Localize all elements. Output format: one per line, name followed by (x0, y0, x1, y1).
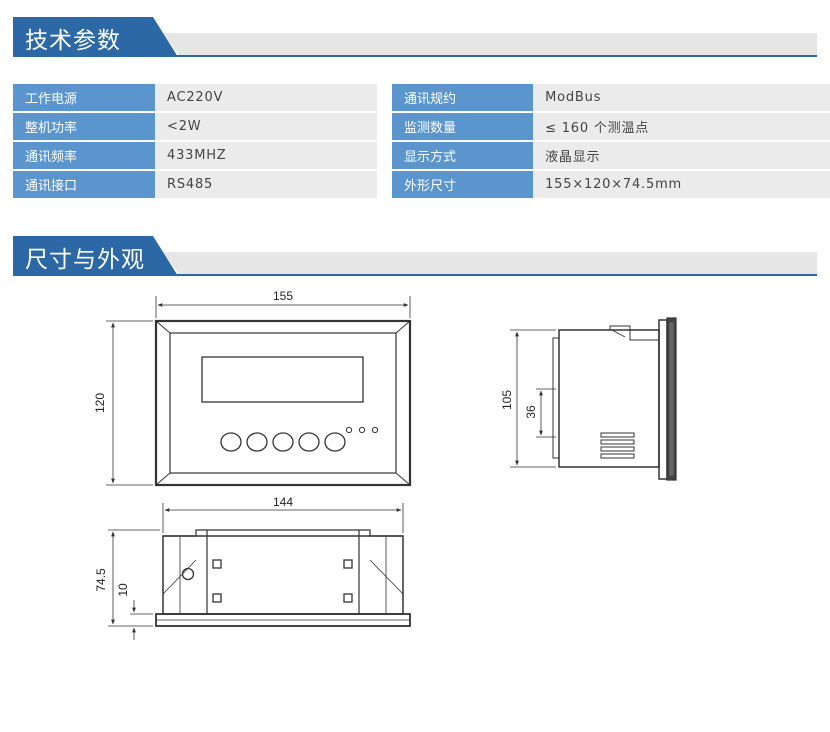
header-underline (163, 55, 817, 57)
header-tab (13, 17, 178, 57)
specs-table-left: 工作电源 AC220V 整机功率 <2W 通讯频率 433MHZ 通讯接口 RS… (13, 82, 377, 200)
spec-value: <2W (155, 113, 377, 140)
vent-slots (600, 432, 635, 459)
spec-label: 通讯规约 (392, 84, 534, 111)
header-tab (13, 236, 178, 276)
spec-label: 外形尺寸 (392, 171, 534, 198)
specs-title: 技术参数 (25, 28, 121, 54)
header-bar (163, 252, 817, 274)
table-row: 通讯规约 ModBus (392, 84, 830, 111)
spec-value: ModBus (533, 84, 830, 111)
table-row: 外形尺寸 155×120×74.5mm (392, 171, 830, 198)
dim-side-height: 105 (500, 390, 514, 410)
lcd-window (201, 356, 364, 403)
dim-bottom-flange: 10 (116, 583, 130, 597)
bottom-view (108, 503, 411, 640)
dimensions-section-header: 尺寸与外观 (13, 236, 817, 278)
table-row: 工作电源 AC220V (13, 84, 377, 111)
spec-label: 监测数量 (392, 113, 534, 140)
front-view (106, 296, 412, 487)
dim-front-height: 120 (93, 393, 107, 413)
spec-label: 通讯接口 (13, 171, 155, 198)
header-underline (163, 274, 817, 276)
table-row: 显示方式 液晶显示 (392, 142, 830, 169)
dim-front-width: 155 (273, 289, 293, 303)
dim-side-inner: 36 (524, 405, 538, 419)
table-row: 通讯接口 RS485 (13, 171, 377, 198)
spec-value: ≤ 160 个测温点 (533, 113, 830, 140)
spec-value: RS485 (155, 171, 377, 198)
spec-label: 显示方式 (392, 142, 534, 169)
keypad-buttons (220, 432, 346, 452)
spec-label: 工作电源 (13, 84, 155, 111)
spec-value: 155×120×74.5mm (533, 171, 830, 198)
table-row: 监测数量 ≤ 160 个测温点 (392, 113, 830, 140)
table-row: 通讯频率 433MHZ (13, 142, 377, 169)
table-row: 整机功率 <2W (13, 113, 377, 140)
spec-value: AC220V (155, 84, 377, 111)
dim-bottom-depth: 74.5 (94, 568, 108, 592)
specs-section-header: 技术参数 (13, 17, 817, 59)
header-bar (163, 33, 817, 55)
dim-bottom-width: 144 (273, 495, 293, 509)
spec-value: 液晶显示 (533, 142, 830, 169)
spec-value: 433MHZ (155, 142, 377, 169)
indicator-leds (345, 426, 379, 434)
side-view (510, 317, 677, 481)
dimensions-title: 尺寸与外观 (25, 247, 145, 273)
spec-label: 通讯频率 (13, 142, 155, 169)
specs-table-right: 通讯规约 ModBus 监测数量 ≤ 160 个测温点 显示方式 液晶显示 外形… (392, 82, 830, 200)
spec-label: 整机功率 (13, 113, 155, 140)
